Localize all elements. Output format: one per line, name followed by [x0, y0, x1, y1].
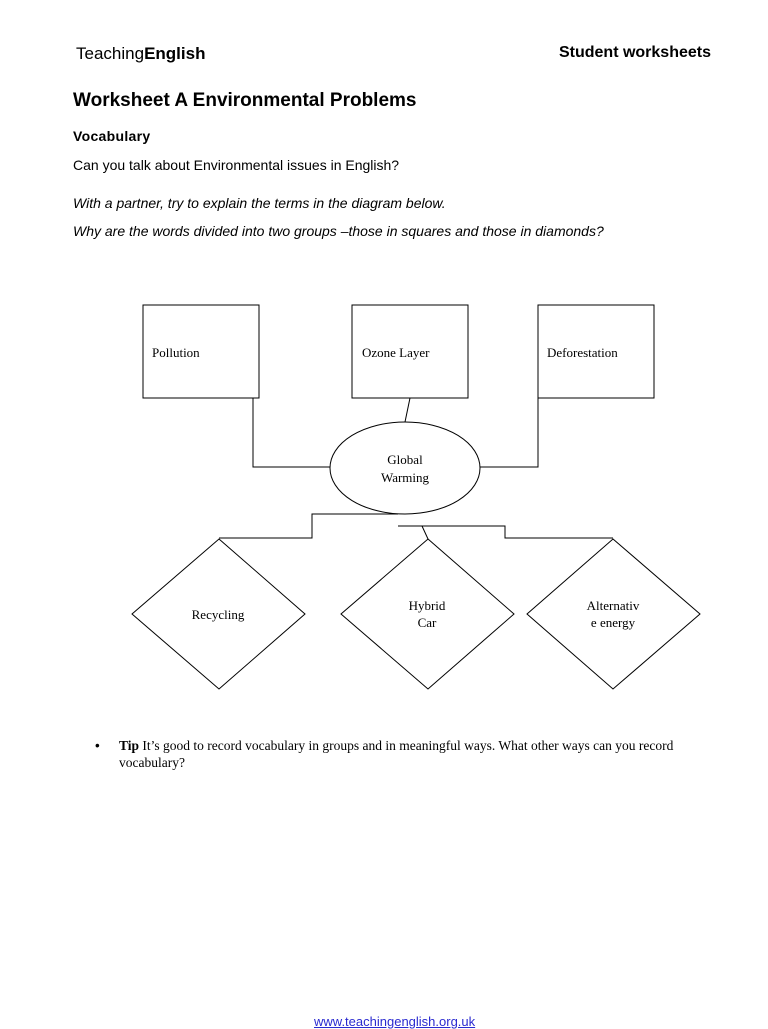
label-ozone-layer: Ozone Layer — [362, 345, 430, 360]
tip-text: It’s good to record vocabulary in groups… — [119, 738, 674, 770]
footer-link[interactable]: www.teachingenglish.org.uk — [314, 1014, 476, 1029]
label-pollution: Pollution — [152, 345, 200, 360]
square-pollution — [142, 304, 260, 399]
brand-logo: TeachingEnglish — [76, 44, 205, 64]
section-heading: Vocabulary — [73, 128, 151, 144]
doc-type-label: Student worksheets — [558, 44, 711, 61]
worksheet-title: Worksheet A Environmental Problems — [73, 90, 417, 111]
connector-deforestation — [480, 398, 539, 468]
bullet-icon: • — [95, 738, 100, 753]
diamond-hybrid — [340, 538, 515, 690]
connector-alternative — [398, 525, 613, 539]
label-global: Global — [387, 452, 423, 467]
brand-prefix: Teaching — [76, 44, 145, 63]
diamond-alternative — [526, 538, 701, 690]
label-warming: Warming — [381, 470, 430, 485]
label-e-energy: e energy — [591, 615, 636, 630]
center-ellipse — [329, 421, 481, 515]
tip-body: Tip It’s good to record vocabulary in gr… — [119, 737, 695, 771]
instruction-text-2: Why are the words divided into two group… — [73, 223, 604, 239]
diamond-recycling — [131, 538, 306, 690]
label-recycling: Recycling — [192, 607, 245, 622]
connector-ozone — [404, 397, 411, 423]
connector-pollution — [252, 398, 330, 468]
tip-item: • Tip It’s good to record vocabulary in … — [95, 737, 695, 771]
label-alternativ: Alternativ — [587, 598, 640, 613]
instruction-text-1: With a partner, try to explain the terms… — [73, 195, 446, 211]
tip-label: Tip — [119, 738, 140, 753]
square-ozone — [351, 304, 469, 399]
label-hybrid: Hybrid — [409, 598, 446, 613]
label-car: Car — [418, 615, 437, 630]
connector-hybrid — [421, 525, 429, 540]
square-deforestation — [537, 304, 655, 399]
question-text: Can you talk about Environmental issues … — [73, 157, 400, 173]
label-deforestation: Deforestation — [547, 345, 618, 360]
connector-recycling — [219, 513, 398, 539]
brand-bold: English — [144, 44, 206, 63]
